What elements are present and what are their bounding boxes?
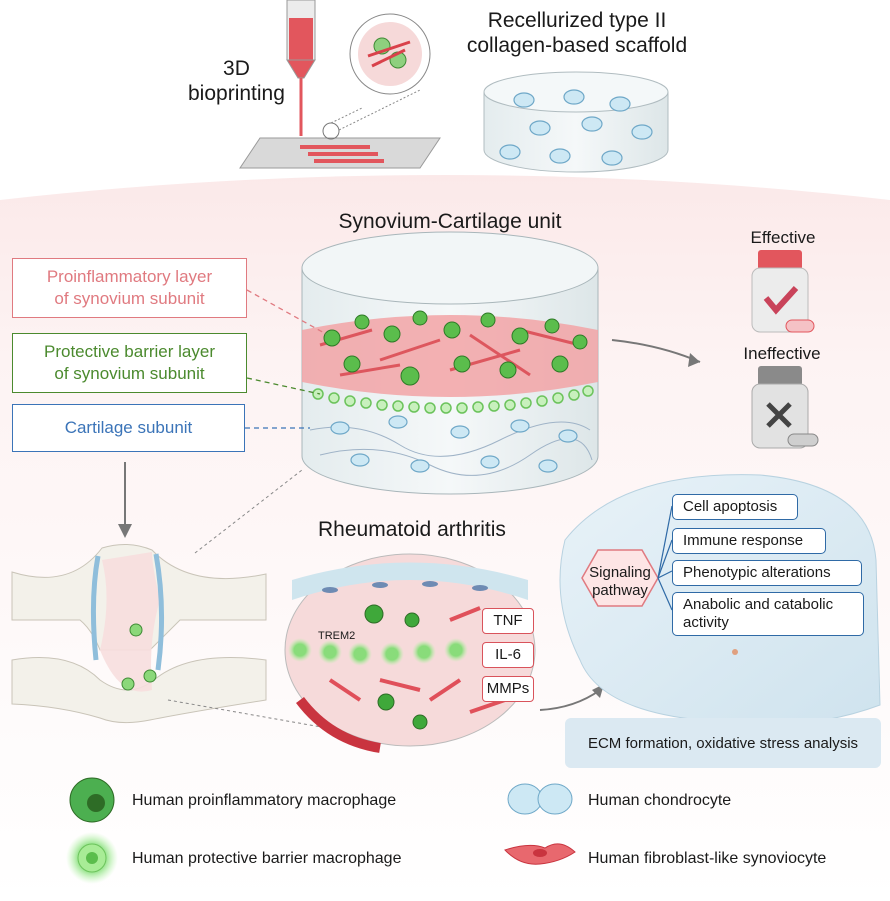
- cartilage-subunit-label: Cartilage subunit: [12, 404, 245, 452]
- analysis-footer: ECM formation, oxidative stress analysis: [587, 735, 859, 752]
- ra-tissue-icon: [284, 553, 536, 753]
- cytokine-tnf: TNF: [482, 608, 534, 634]
- scaffold-icon: [483, 71, 669, 173]
- legend-label-chondrocyte: Human chondrocyte: [588, 792, 732, 809]
- protective-macrophage-icon: [66, 832, 118, 884]
- leader-lines: [245, 289, 327, 429]
- ineffective-drug-icon: [751, 366, 819, 449]
- synoviocyte-icon: [504, 843, 576, 865]
- protective-barrier-layer-label: Protective barrier layer of synovium sub…: [12, 333, 247, 393]
- unit-title: Synovium-Cartilage unit: [338, 210, 562, 233]
- effective-drug-icon: [751, 250, 815, 333]
- signaling-pathway-label: Signaling pathway: [589, 564, 651, 599]
- scaffold-label: Recellurized type II collagen-based scaf…: [466, 9, 688, 57]
- cytokine-il6: IL-6: [482, 642, 534, 668]
- legend-label-synoviocyte: Human fibroblast-like synoviocyte: [588, 850, 827, 867]
- analysis-item-immune-response: Immune response: [672, 528, 826, 554]
- proinflammatory-macrophage-icon: [69, 777, 115, 823]
- legend-label-proinflammatory-macrophage: Human proinflammatory macrophage: [132, 792, 397, 809]
- effective-label: Effective: [750, 228, 816, 247]
- bioprinting-label: 3D bioprinting: [188, 57, 285, 105]
- synovium-cartilage-unit-icon: [301, 231, 599, 495]
- chondrocyte-icon: [507, 783, 573, 815]
- analysis-item-cell-apoptosis: Cell apoptosis: [672, 494, 798, 520]
- cytokine-mmps: MMPs: [482, 676, 534, 702]
- analysis-item-phenotypic-alterations: Phenotypic alterations: [672, 560, 862, 586]
- joint-icon: [11, 544, 267, 724]
- proinflammatory-layer-label: Proinflammatory layer of synovium subuni…: [12, 258, 247, 318]
- ineffective-label: Ineffective: [743, 344, 821, 363]
- analysis-item-anabolic-catabolic: Anabolic and catabolic activity: [672, 592, 864, 636]
- bioprinter-icon: [239, 0, 441, 169]
- ra-title: Rheumatoid arthritis: [318, 518, 506, 541]
- legend-label-protective-macrophage: Human protective barrier macrophage: [132, 850, 402, 867]
- trem2-label: TREM2: [318, 630, 356, 642]
